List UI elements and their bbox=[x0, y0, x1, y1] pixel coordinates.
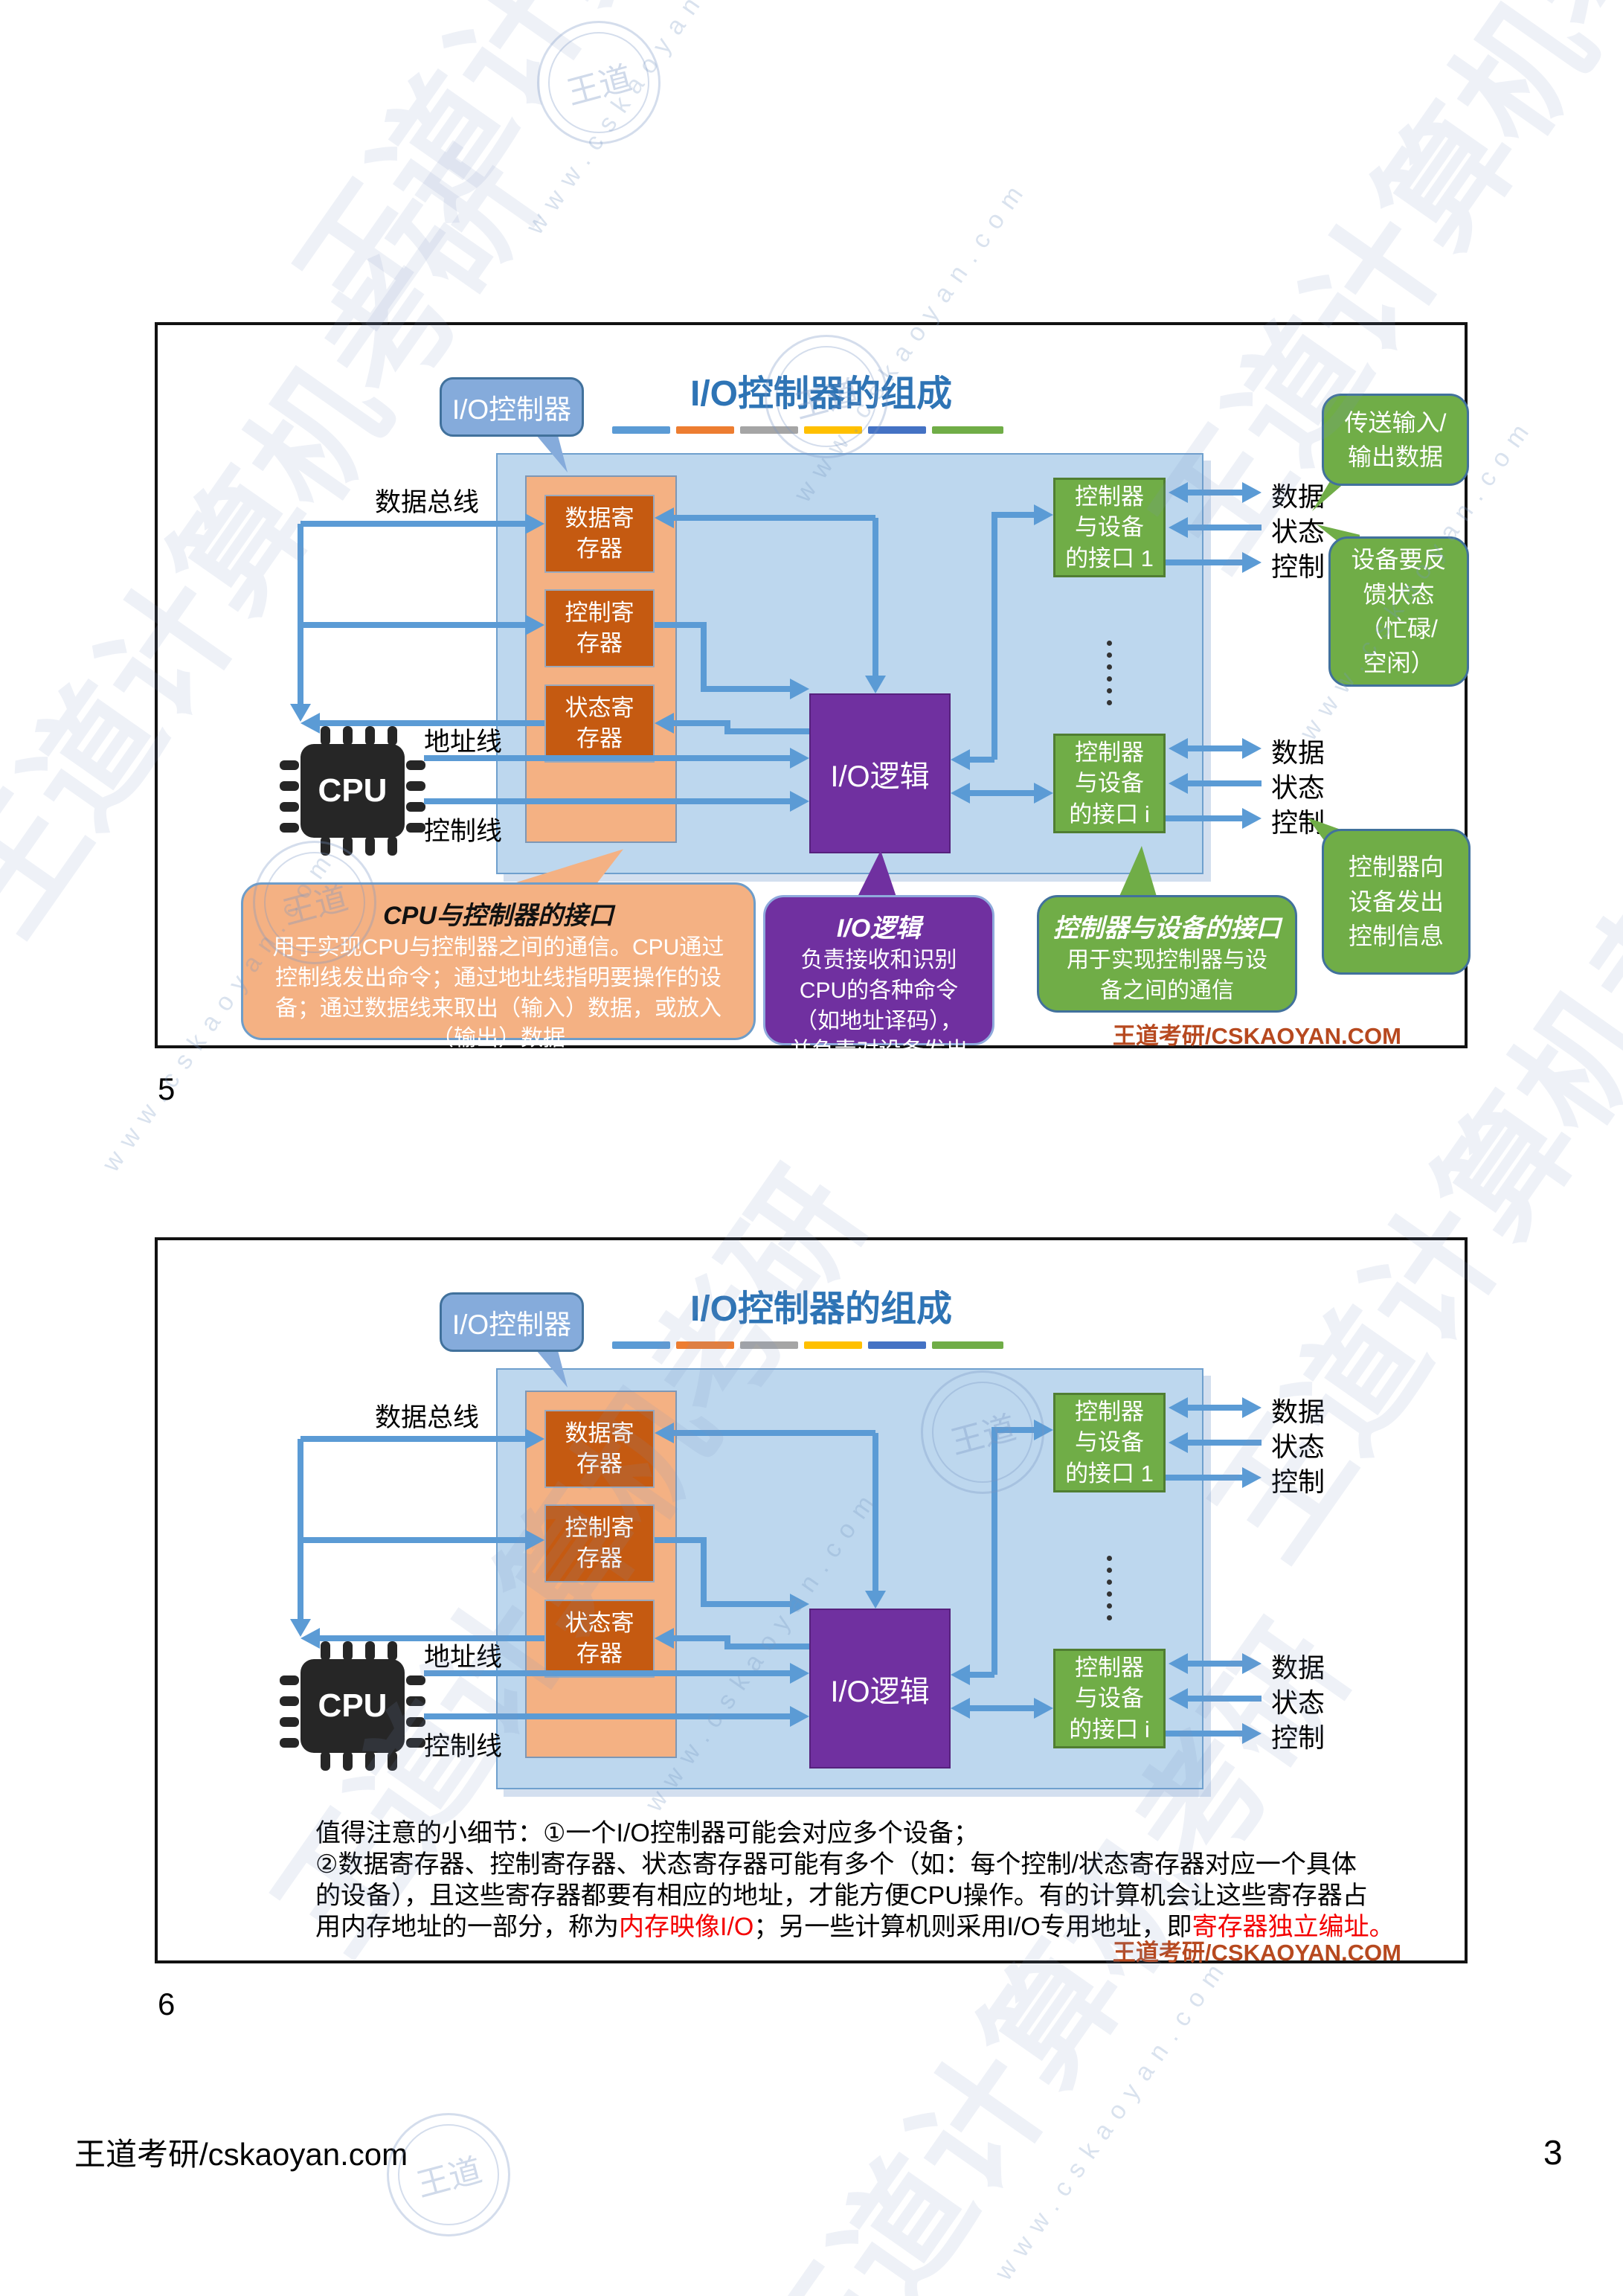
label-address-line: 地址线 bbox=[424, 728, 503, 757]
port-label-control-1: 控制 bbox=[1271, 1466, 1325, 1497]
watermark-seal: 王道 bbox=[537, 21, 661, 144]
io-controller-bubble-label: I/O控制器 bbox=[451, 1309, 572, 1340]
port-label-data-1: 数据 bbox=[1271, 481, 1325, 512]
device-interface-i-box: 控制器 与设备 的接口 i bbox=[1053, 1649, 1166, 1748]
slide-number-6: 6 bbox=[158, 1986, 176, 2021]
device-interface-1-box: 控制器 与设备 的接口 1 bbox=[1053, 1393, 1166, 1492]
title-underline bbox=[612, 426, 1003, 434]
io-controller-bubble: I/O控制器 bbox=[440, 377, 584, 437]
slide-6-diagram-slot: I/O控制器 I/O控制器的组成 数据寄 存器 控制寄 存器 状态寄 存器 I/… bbox=[158, 1240, 1465, 1960]
watermark-url-text: www.cskaoyan.com bbox=[989, 1950, 1235, 2286]
register-status: 状态寄 存器 bbox=[544, 684, 655, 763]
title-underline bbox=[612, 1341, 1003, 1349]
ellipsis-dots bbox=[1107, 1556, 1112, 1620]
label-data-bus: 数据总线 bbox=[375, 1403, 480, 1432]
callout-cpu-interface-body: 用于实现CPU与控制器之间的通信。CPU通过控制线发出命令；通过地址线指明要操作… bbox=[272, 935, 724, 1051]
slide-title: I/O控制器的组成 bbox=[690, 374, 952, 414]
notes-line-1: 值得注意的小细节：①一个I/O控制器可能会对应多个设备； bbox=[315, 1819, 979, 1847]
port-label-data-i: 数据 bbox=[1271, 1652, 1325, 1683]
label-control-line: 控制线 bbox=[424, 817, 503, 846]
port-label-control-1: 控制 bbox=[1271, 551, 1325, 582]
cpu-label: CPU bbox=[301, 1659, 405, 1753]
bubble-device-status: 设备要反 馈状态 （忙碌/ 空闲） bbox=[1328, 536, 1469, 687]
callout-io-logic: I/O逻辑 负责接收和识别CPU的各种命令（如地址译码），并负责对设备发出命令 bbox=[763, 895, 994, 1094]
cpu-label: CPU bbox=[301, 744, 405, 838]
notes-line-3: 的设备），且这些寄存器都要有相应的地址，才能方便CPU操作。有的计算机会让这些寄… bbox=[315, 1882, 1368, 1910]
slide-title: I/O控制器的组成 bbox=[690, 1289, 952, 1329]
branding-slide5: 王道考研/CSKAOYAN.COM bbox=[1112, 1023, 1401, 1049]
watermark-url-text: www.cskaoyan.com bbox=[521, 0, 767, 240]
watermark-brand-text: 王道计算机考研 bbox=[245, 0, 922, 353]
io-controller-bubble-label: I/O控制器 bbox=[451, 394, 572, 425]
slide-5: I/O控制器 I/O控制器的组成 数据寄 存器 控制寄 存器 状态寄 存器 I/… bbox=[155, 322, 1471, 1094]
notes-line-2: ②数据寄存器、控制寄存器、状态寄存器可能有多个（如：每个控制/状态寄存器对应一个… bbox=[315, 1850, 1357, 1879]
register-control: 控制寄 存器 bbox=[544, 1504, 655, 1582]
highlight-memory-mapped-io: 内存映像I/O bbox=[619, 1913, 754, 1941]
device-interface-i-box: 控制器 与设备 的接口 i bbox=[1053, 734, 1166, 833]
notes-paragraph: 值得注意的小细节：①一个I/O控制器可能会对应多个设备； ②数据寄存器、控制寄存… bbox=[315, 1818, 1395, 1943]
device-interface-1-box: 控制器 与设备 的接口 1 bbox=[1053, 478, 1166, 577]
ellipsis-dots bbox=[1107, 641, 1112, 705]
bubble-transfer-data: 传送输入/ 输出数据 bbox=[1322, 394, 1469, 486]
io-controller-bubble: I/O控制器 bbox=[440, 1292, 584, 1352]
io-controller-diagram: I/O控制器 I/O控制器的组成 数据寄 存器 控制寄 存器 状态寄 存器 I/… bbox=[158, 1240, 1465, 1960]
branding-slide6: 王道考研/CSKAOYAN.COM bbox=[1112, 1940, 1401, 1966]
port-label-control-i: 控制 bbox=[1271, 807, 1325, 838]
io-logic-box: I/O逻辑 bbox=[809, 693, 951, 853]
port-label-data-i: 数据 bbox=[1271, 737, 1325, 768]
callout-device-interface-title: 控制器与设备的接口 bbox=[1053, 914, 1281, 943]
register-data: 数据寄 存器 bbox=[544, 1410, 655, 1488]
register-data: 数据寄 存器 bbox=[544, 495, 655, 573]
port-label-status-1: 状态 bbox=[1271, 1431, 1325, 1462]
callout-io-logic-body: 负责接收和识别CPU的各种命令（如地址译码），并负责对设备发出命令 bbox=[789, 948, 968, 1094]
callout-io-logic-title: I/O逻辑 bbox=[836, 914, 922, 943]
register-control: 控制寄 存器 bbox=[544, 589, 655, 667]
callout-cpu-interface: CPU与控制器的接口 用于实现CPU与控制器之间的通信。CPU通过控制线发出命令… bbox=[241, 882, 756, 1051]
slide-number-5: 5 bbox=[158, 1071, 176, 1106]
label-data-bus: 数据总线 bbox=[375, 488, 480, 517]
label-control-line: 控制线 bbox=[424, 1732, 503, 1761]
callout-device-interface-body: 用于实现控制器与设备之间的通信 bbox=[1067, 948, 1267, 1003]
port-label-status-i: 状态 bbox=[1271, 1687, 1325, 1718]
label-address-line: 地址线 bbox=[424, 1643, 503, 1672]
io-logic-box: I/O逻辑 bbox=[809, 1609, 951, 1769]
io-controller-diagram: I/O控制器 I/O控制器的组成 数据寄 存器 控制寄 存器 状态寄 存器 I/… bbox=[158, 325, 1465, 1045]
highlight-register-independent-addressing: 寄存器独立编址。 bbox=[1192, 1913, 1395, 1941]
slide-6: I/O控制器 I/O控制器的组成 数据寄 存器 控制寄 存器 状态寄 存器 I/… bbox=[155, 1237, 1468, 1966]
slide-5-diagram-slot: I/O控制器 I/O控制器的组成 数据寄 存器 控制寄 存器 状态寄 存器 I/… bbox=[158, 325, 1465, 1045]
port-label-status-i: 状态 bbox=[1271, 772, 1325, 803]
page-number: 3 bbox=[1543, 2133, 1563, 2172]
callout-device-interface: 控制器与设备的接口 用于实现控制器与设备之间的通信 bbox=[1037, 895, 1297, 1013]
port-label-status-1: 状态 bbox=[1271, 516, 1325, 547]
notes-line-4: 用内存地址的一部分，称为内存映像I/O；另一些计算机则采用I/O专用地址，即寄存… bbox=[315, 1913, 1395, 1941]
page-footer: 王道考研/cskaoyan.com bbox=[74, 2137, 408, 2172]
callout-cpu-interface-title: CPU与控制器的接口 bbox=[383, 902, 614, 930]
port-label-control-i: 控制 bbox=[1271, 1722, 1325, 1753]
register-status: 状态寄 存器 bbox=[544, 1600, 655, 1678]
port-label-data-1: 数据 bbox=[1271, 1396, 1325, 1427]
bubble-controller-control: 控制器向 设备发出 控制信息 bbox=[1322, 829, 1471, 975]
